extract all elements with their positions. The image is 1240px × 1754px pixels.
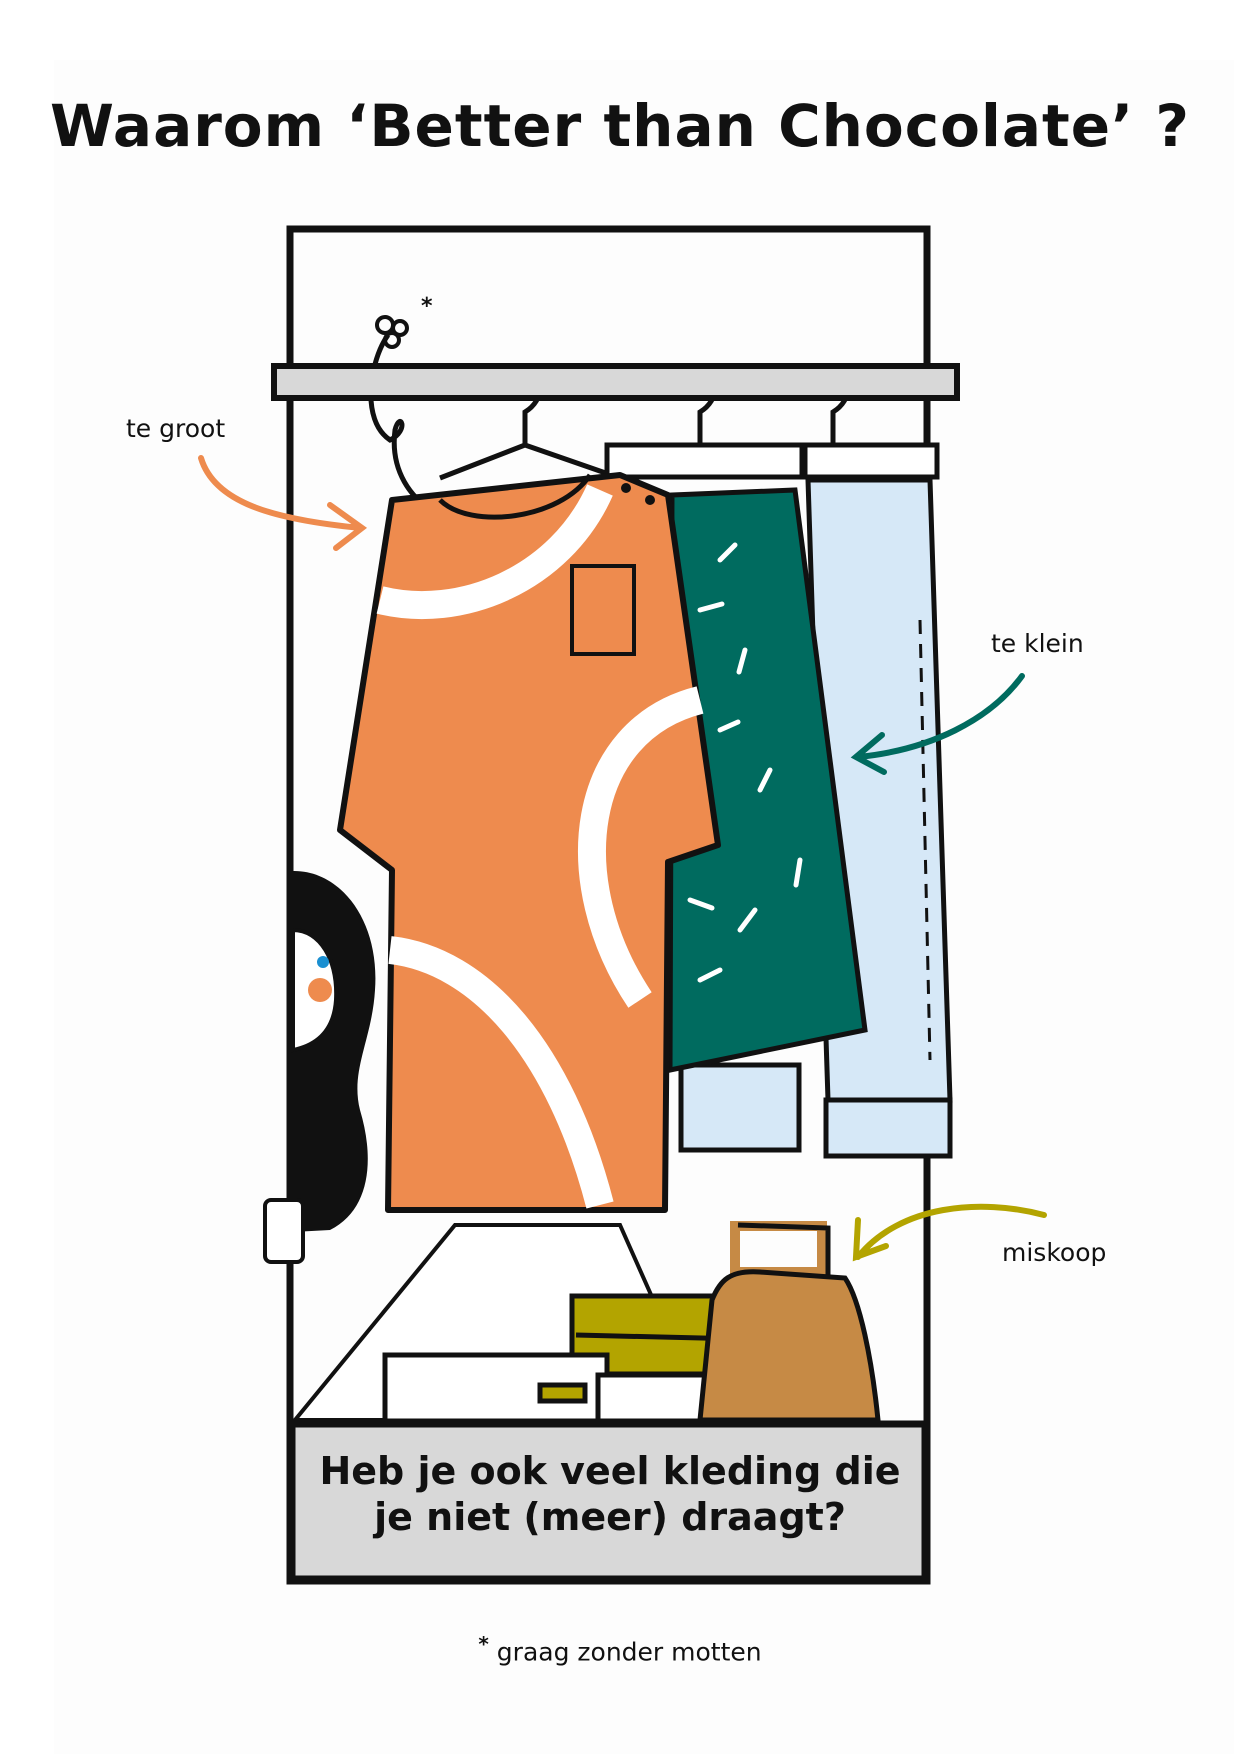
label-miskoop: miskoop [1002, 1238, 1107, 1267]
page-title: Waarom ‘Better than Chocolate’ ? [50, 92, 1190, 160]
moth-asterisk: * [421, 294, 433, 319]
footnote-marker: * [478, 1632, 489, 1656]
caption-panel [288, 1420, 929, 1583]
label-te-klein: te klein [991, 629, 1084, 658]
clothes-rod [271, 363, 960, 401]
orange-shirt [337, 472, 721, 1213]
footnote-text: graag zonder motten [496, 1637, 762, 1667]
caption-text: Heb je ook veel kleding die je niet (mee… [296, 1448, 924, 1540]
caption-line-1: Heb je ook veel kleding die [319, 1449, 901, 1493]
handbag [697, 1221, 881, 1423]
moth-icon [375, 315, 409, 349]
girl-peeking [263, 870, 376, 1264]
arrow-te-klein [850, 673, 1025, 775]
footnote: * graag zonder motten [0, 1632, 1240, 1666]
arrow-te-groot [198, 455, 368, 551]
arrow-miskoop [852, 1203, 1047, 1262]
caption-line-2: je niet (meer) draagt? [374, 1495, 846, 1539]
label-te-groot: te groot [126, 414, 226, 443]
